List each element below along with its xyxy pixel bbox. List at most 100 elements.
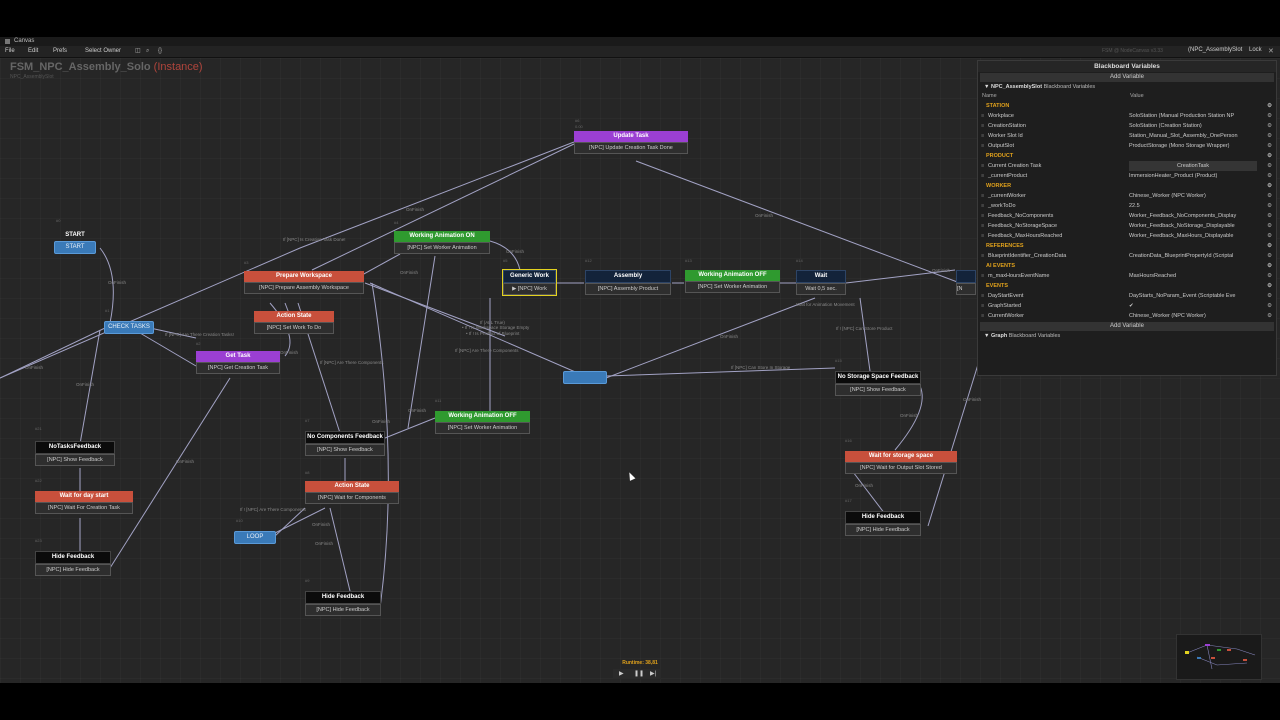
options-icon[interactable]: ⚙ [1267,233,1272,239]
drag-handle-icon[interactable]: ≡ [981,253,985,259]
bb-var-value[interactable]: SoloStation (Creation Station) [1129,123,1202,129]
bb-var-name[interactable]: Current Creation Task [988,163,1042,169]
maximize-icon[interactable]: ◫ [135,48,141,54]
bb-var-name[interactable]: Feedback_NoStorageSpace [988,223,1058,229]
drag-handle-icon[interactable]: ≡ [981,303,985,309]
bb-var-name[interactable]: Feedback_MaxHoursReached [988,233,1063,239]
bb-row[interactable]: ≡CurrentWorker Chinese_Worker (NPC Worker… [978,311,1276,321]
bb-var-name[interactable]: _currentWorker [988,193,1026,199]
options-icon[interactable]: ⚙ [1267,303,1272,309]
bb-var-name[interactable]: _workToDo [988,203,1016,209]
pause-icon[interactable]: ❚❚ [634,671,645,677]
drag-handle-icon[interactable]: ≡ [981,313,985,319]
node-prepare-workspace[interactable]: Prepare Workspace [NPC] Prepare Assembly… [244,271,364,294]
node-check-tasks[interactable]: CHECK TASKS [104,321,154,334]
options-icon[interactable]: ⚙ [1267,133,1272,139]
node-wait[interactable]: Wait Wait 0,5 sec. [796,270,846,295]
node-no-storage-feedback[interactable]: No Storage Space Feedback [NPC] Show Fee… [835,371,921,396]
bb-var-checkbox[interactable]: ✔ [1129,303,1134,309]
drag-handle-icon[interactable]: ≡ [981,163,985,169]
drag-handle-icon[interactable]: ≡ [981,193,985,199]
bb-row[interactable]: ≡DayStartEvent DayStarts_NoParam_Event (S… [978,291,1276,301]
drag-handle-icon[interactable]: ≡ [981,143,985,149]
options-icon[interactable]: ⚙ [1267,243,1272,249]
options-icon[interactable]: ⚙ [1267,253,1272,259]
bb-row[interactable]: ≡BlueprintIdentifier_CreationData Creatio… [978,251,1276,261]
bb-var-value[interactable]: ImmersionHeater_Product (Product) [1129,173,1218,179]
bb-var-value[interactable]: Worker_Feedback_NoComponents_Display [1129,213,1237,219]
options-icon[interactable]: ⚙ [1267,123,1272,129]
options-icon[interactable]: ⚙ [1267,163,1272,169]
lock-toggle[interactable]: Lock [1249,47,1262,53]
node-no-components-feedback[interactable]: No Components Feedback [NPC] Show Feedba… [305,431,385,456]
bb-var-value[interactable]: Chinese_Worker (NPC Worker) [1129,193,1206,199]
close-icon[interactable]: ✕ [1268,48,1274,55]
node-working-animation-off-1[interactable]: Working Animation OFF [NPC] Set Worker A… [685,270,780,293]
node-hide-feedback-2[interactable]: Hide Feedback [NPC] Hide Feedback [305,591,381,616]
bb-var-value[interactable]: CreationTask [1129,161,1257,171]
drag-handle-icon[interactable]: ≡ [981,273,985,279]
drag-handle-icon[interactable]: ≡ [981,293,985,299]
node-generic-work[interactable]: Generic Work ▶ [NPC] Work [502,269,557,296]
node-hide-feedback-3[interactable]: Hide Feedback [NPC] Hide Feedback [845,511,921,536]
options-icon[interactable]: ⚙ [1267,183,1272,189]
node-working-animation-off-2[interactable]: Working Animation OFF [NPC] Set Worker A… [435,411,530,434]
bb-var-value[interactable]: DayStarts_NoParam_Event (Scriptable Eve [1129,293,1236,299]
bb-row[interactable]: ≡_currentWorker Chinese_Worker (NPC Worke… [978,191,1276,201]
add-variable-button-2[interactable]: Add Variable [980,322,1274,331]
bb-var-value[interactable]: Station_Manual_Slot_Assembly_OnePerson [1129,133,1238,139]
bb-var-value[interactable]: Worker_Feedback_MaxHours_Displayable [1129,233,1234,239]
bb-var-name[interactable]: Feedback_NoComponents [988,213,1054,219]
bb-var-value[interactable]: Chinese_Worker (NPC Worker) [1129,313,1206,319]
options-icon[interactable]: ⚙ [1267,213,1272,219]
owner-dropdown[interactable]: (NPC_AssemblySlot [1188,47,1243,53]
options-icon[interactable]: ⚙ [1267,203,1272,209]
drag-handle-icon[interactable]: ≡ [981,223,985,229]
bb-var-name[interactable]: m_maxHoursEventName [988,273,1050,279]
bb-var-name[interactable]: CurrentWorker [988,313,1024,319]
bb-var-value[interactable]: MaxHoursReached [1129,273,1177,279]
bb-var-name[interactable]: BlueprintIdentifier_CreationData [988,253,1067,259]
start-pill[interactable]: START [54,241,96,254]
menu-edit[interactable]: Edit [28,48,39,54]
node-hide-feedback-1[interactable]: Hide Feedback [NPC] Hide Feedback [35,551,111,576]
add-variable-button[interactable]: Add Variable [980,73,1274,82]
bb-var-name[interactable]: OutputSlot [988,143,1014,149]
bb-row[interactable]: ≡CreationStation SoloStation (Creation St… [978,121,1276,131]
step-icon[interactable]: ▶| [650,671,657,677]
options-icon[interactable]: ⚙ [1267,173,1272,179]
bb-var-value[interactable]: CreationData_BlueprintPropertyId (Script… [1129,253,1234,259]
blackboard-group-header[interactable]: ▼ NPC_AssemblySlot Blackboard Variables [978,83,1276,92]
node-action-state-1[interactable]: Action State [NPC] Set Work To Do [254,311,334,334]
options-icon[interactable]: ⚙ [1267,223,1272,229]
bb-var-name[interactable]: Workplace [988,113,1014,119]
node-loop[interactable]: LOOP [234,531,276,544]
options-icon[interactable]: ⚙ [1267,273,1272,279]
options-icon[interactable]: ⚙ [1267,103,1272,109]
bb-var-name[interactable]: CreationStation [988,123,1026,129]
bb-row[interactable]: ≡Feedback_MaxHoursReached Worker_Feedback… [978,231,1276,241]
options-icon[interactable]: ⚙ [1267,283,1272,289]
node-no-tasks-feedback[interactable]: NoTasksFeedback [NPC] Show Feedback [35,441,115,466]
menu-file[interactable]: File [5,48,15,54]
drag-handle-icon[interactable]: ≡ [981,173,985,179]
menu-prefs[interactable]: Prefs [53,48,68,54]
drag-handle-icon[interactable]: ≡ [981,233,985,239]
bb-var-name[interactable]: _currentProduct [988,173,1028,179]
node-get-task[interactable]: Get Task [NPC] Get Creation Task [196,351,280,374]
bb-row[interactable]: ≡_currentProduct ImmersionHeater_Product … [978,171,1276,181]
bb-row[interactable]: ≡Current Creation Task CreationTask ⚙ [978,161,1276,171]
bb-var-value[interactable]: 22.5 [1129,203,1140,209]
node-start[interactable]: START [56,230,94,241]
node-working-animation-on[interactable]: Working Animation ON [NPC] Set Worker An… [394,231,490,254]
bb-row[interactable]: ≡m_maxHoursEventName MaxHoursReached ⚙ [978,271,1276,281]
menu-select-owner[interactable]: Select Owner [85,48,122,54]
bb-var-name[interactable]: DayStartEvent [988,293,1024,299]
minimap[interactable] [1176,634,1262,680]
graph-blackboard-header[interactable]: ▼ Graph Blackboard Variables [978,332,1276,341]
drag-handle-icon[interactable]: ≡ [981,123,985,129]
